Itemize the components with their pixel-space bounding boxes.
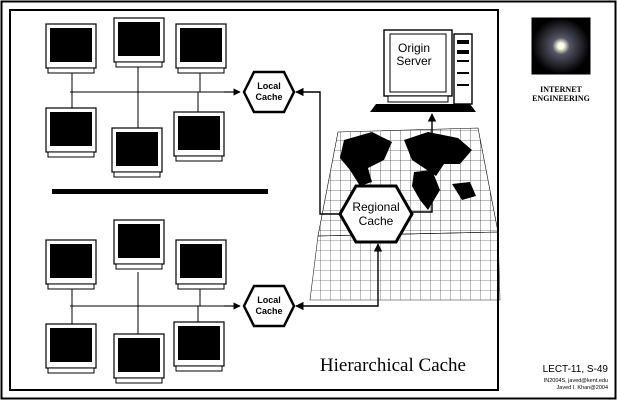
- credit-line-2: Javed I. Khan@2004: [557, 385, 608, 391]
- lecture-label: LECT-11, S-49: [543, 364, 609, 375]
- monitor-icon: [45, 239, 97, 290]
- local-cache-bottom-label-line2: Cache: [255, 306, 282, 316]
- connector-local-bottom-to-regional: [295, 243, 383, 311]
- cache-connectors: [295, 87, 437, 311]
- origin-server-computer-icon: [370, 29, 476, 112]
- regional-cache-label-line2: Cache: [359, 214, 394, 228]
- regional-cache-label-line1: Regional: [352, 200, 399, 214]
- slide-title: Hierarchical Cache: [320, 355, 466, 376]
- monitor-icon: [173, 111, 225, 162]
- logo-text-line2: ENGINEERING: [532, 94, 590, 103]
- top-lan: [70, 64, 240, 130]
- local-cache-top-hexagon: [242, 70, 296, 114]
- monitor-icon: [113, 17, 165, 68]
- credit-line-1: IN2004S, javed@kent.edu: [544, 378, 608, 384]
- monitor-icon: [113, 219, 165, 270]
- monitor-icon: [175, 23, 227, 74]
- origin-server-label-line2: Server: [396, 54, 431, 68]
- connector-local-top-to-regional: [295, 87, 342, 215]
- local-cache-bottom-hexagon: [242, 284, 296, 328]
- logo-text-line1: INTERNET: [540, 85, 582, 94]
- monitor-icon: [45, 107, 97, 158]
- monitor-icon: [45, 23, 97, 74]
- local-cache-top-label-line2: Cache: [255, 92, 282, 102]
- monitor-icon: [175, 239, 227, 290]
- monitor-icon: [45, 323, 97, 374]
- local-cache-top-label-line1: Local: [257, 81, 281, 91]
- monitor-icon: [173, 321, 225, 372]
- separator-bar: [52, 189, 268, 194]
- regional-cache-hexagon: [338, 184, 414, 244]
- origin-server-label-line1: Origin: [398, 41, 430, 55]
- galaxy-logo: [531, 17, 591, 75]
- monitor-icon: [111, 127, 163, 178]
- bottom-lan: [70, 272, 240, 336]
- connector-regional-to-origin: [412, 113, 437, 213]
- monitor-icon: [113, 333, 165, 384]
- local-cache-bottom-label-line1: Local: [257, 295, 281, 305]
